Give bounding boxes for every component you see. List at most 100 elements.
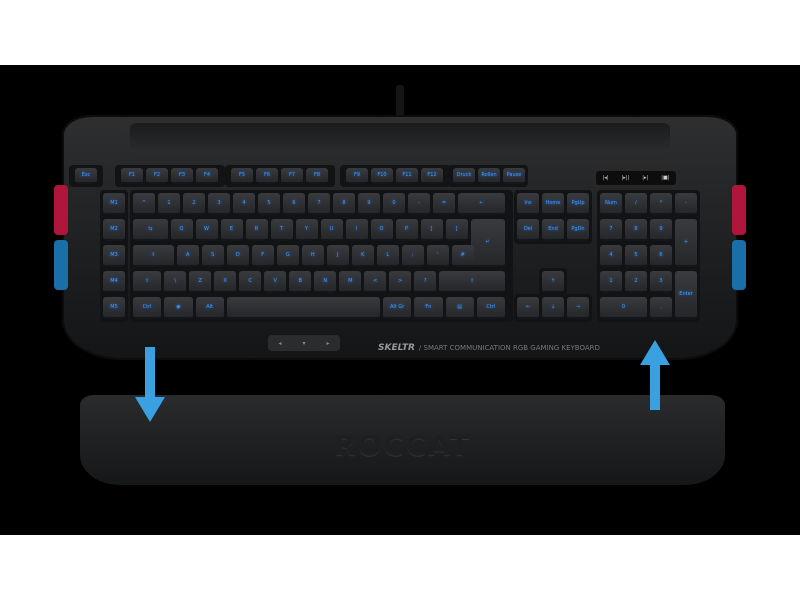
numpad-key[interactable]: *	[650, 193, 672, 215]
key[interactable]: [	[420, 219, 443, 241]
nav-key[interactable]: Ins	[517, 193, 539, 215]
key[interactable]: 7	[308, 193, 330, 215]
key[interactable]: 5	[258, 193, 280, 215]
media-key[interactable]: |◂|	[602, 175, 609, 181]
media-key[interactable]: |■|	[661, 175, 670, 181]
key[interactable]: #	[451, 245, 474, 267]
rocker-button[interactable]: ▾	[302, 339, 306, 347]
key[interactable]: J	[326, 245, 349, 267]
function-key[interactable]: F9	[346, 168, 368, 184]
function-key[interactable]: F12	[421, 168, 443, 184]
nav-key[interactable]: ←	[517, 297, 539, 319]
key[interactable]: ⇧	[439, 271, 505, 293]
key[interactable]: Ctrl	[476, 297, 505, 319]
numpad-key[interactable]: Num	[600, 193, 622, 215]
key[interactable]: ;	[401, 245, 424, 267]
rocker-button[interactable]: ◂	[278, 339, 282, 347]
key[interactable]: -	[408, 193, 430, 215]
function-key[interactable]: F6	[256, 168, 278, 184]
numpad-key[interactable]: -	[675, 193, 697, 215]
key[interactable]: ←	[458, 193, 505, 215]
key[interactable]: Fn	[414, 297, 443, 319]
nav-key[interactable]: End	[542, 219, 564, 241]
key[interactable]: B	[289, 271, 312, 293]
function-key[interactable]: F4	[196, 168, 218, 184]
key[interactable]: D	[226, 245, 249, 267]
key[interactable]: N	[314, 271, 337, 293]
numpad-key[interactable]: 6	[650, 245, 672, 267]
key[interactable]: =	[433, 193, 455, 215]
rocker-button[interactable]: ▸	[326, 339, 330, 347]
key[interactable]: O	[370, 219, 393, 241]
key[interactable]: H	[301, 245, 324, 267]
numpad-key[interactable]: 4	[600, 245, 622, 267]
function-key[interactable]: Esc	[75, 168, 97, 184]
key[interactable]: '	[426, 245, 449, 267]
key[interactable]: S	[201, 245, 224, 267]
key[interactable]: 6	[283, 193, 305, 215]
key[interactable]: \	[164, 271, 187, 293]
key[interactable]: Ctrl	[133, 297, 162, 319]
key[interactable]: ^	[133, 193, 155, 215]
numpad-key[interactable]: 1	[600, 271, 622, 293]
numpad-key[interactable]: 2	[625, 271, 647, 293]
function-key[interactable]: F11	[396, 168, 418, 184]
key[interactable]: U	[320, 219, 343, 241]
numpad-key[interactable]: 3	[650, 271, 672, 293]
nav-key[interactable]: Home	[542, 193, 564, 215]
key[interactable]: 4	[233, 193, 255, 215]
key[interactable]: 1	[158, 193, 180, 215]
media-key[interactable]: |▸||	[621, 175, 630, 181]
key[interactable]: ◉	[164, 297, 193, 319]
key[interactable]: ⇪	[133, 245, 174, 267]
key[interactable]: Alt Gr	[383, 297, 412, 319]
macro-key-m3[interactable]: M3	[103, 245, 125, 267]
key[interactable]: >	[389, 271, 412, 293]
key[interactable]: Z	[189, 271, 212, 293]
key[interactable]: ⇆	[133, 219, 168, 241]
numpad-key[interactable]: 9	[650, 219, 672, 241]
key[interactable]: G	[276, 245, 299, 267]
key[interactable]: ↵	[470, 219, 505, 267]
nav-key[interactable]: PgDn	[567, 219, 589, 241]
function-key[interactable]: F5	[231, 168, 253, 184]
numpad-key[interactable]: .	[650, 297, 672, 319]
function-key[interactable]: F8	[306, 168, 328, 184]
nav-key[interactable]: Del	[517, 219, 539, 241]
key[interactable]: A	[176, 245, 199, 267]
macro-key-m5[interactable]: M5	[103, 297, 125, 319]
key[interactable]: L	[376, 245, 399, 267]
key[interactable]: X	[214, 271, 237, 293]
numpad-key[interactable]: 0	[600, 297, 647, 319]
numpad-key[interactable]: Enter	[675, 271, 697, 319]
macro-key-m4[interactable]: M4	[103, 271, 125, 293]
key[interactable]: R	[245, 219, 268, 241]
function-key[interactable]: Rollen	[478, 168, 500, 184]
key[interactable]: M	[339, 271, 362, 293]
key[interactable]: 0	[383, 193, 405, 215]
key[interactable]: Y	[295, 219, 318, 241]
key[interactable]: ⇧	[133, 271, 162, 293]
function-key[interactable]: F10	[371, 168, 393, 184]
key[interactable]: I	[345, 219, 368, 241]
key[interactable]: C	[239, 271, 262, 293]
numpad-key[interactable]: /	[625, 193, 647, 215]
macro-key-m1[interactable]: M1	[103, 193, 125, 215]
key[interactable]: 9	[358, 193, 380, 215]
key[interactable]: ?	[414, 271, 437, 293]
nav-key[interactable]: ↑	[542, 271, 564, 293]
function-key[interactable]: Pause	[503, 168, 525, 184]
key[interactable]: 2	[183, 193, 205, 215]
key[interactable]: 8	[333, 193, 355, 215]
rocker-switch[interactable]: ◂ ▾ ▸	[268, 335, 340, 351]
key[interactable]: <	[364, 271, 387, 293]
function-key[interactable]: F3	[171, 168, 193, 184]
media-key[interactable]: |▸|	[642, 175, 649, 181]
function-key[interactable]: F1	[121, 168, 143, 184]
key[interactable]: ▤	[445, 297, 474, 319]
numpad-key[interactable]: 8	[625, 219, 647, 241]
macro-key-m2[interactable]: M2	[103, 219, 125, 241]
nav-key[interactable]: →	[567, 297, 589, 319]
key[interactable]: E	[220, 219, 243, 241]
nav-key[interactable]: PgUp	[567, 193, 589, 215]
